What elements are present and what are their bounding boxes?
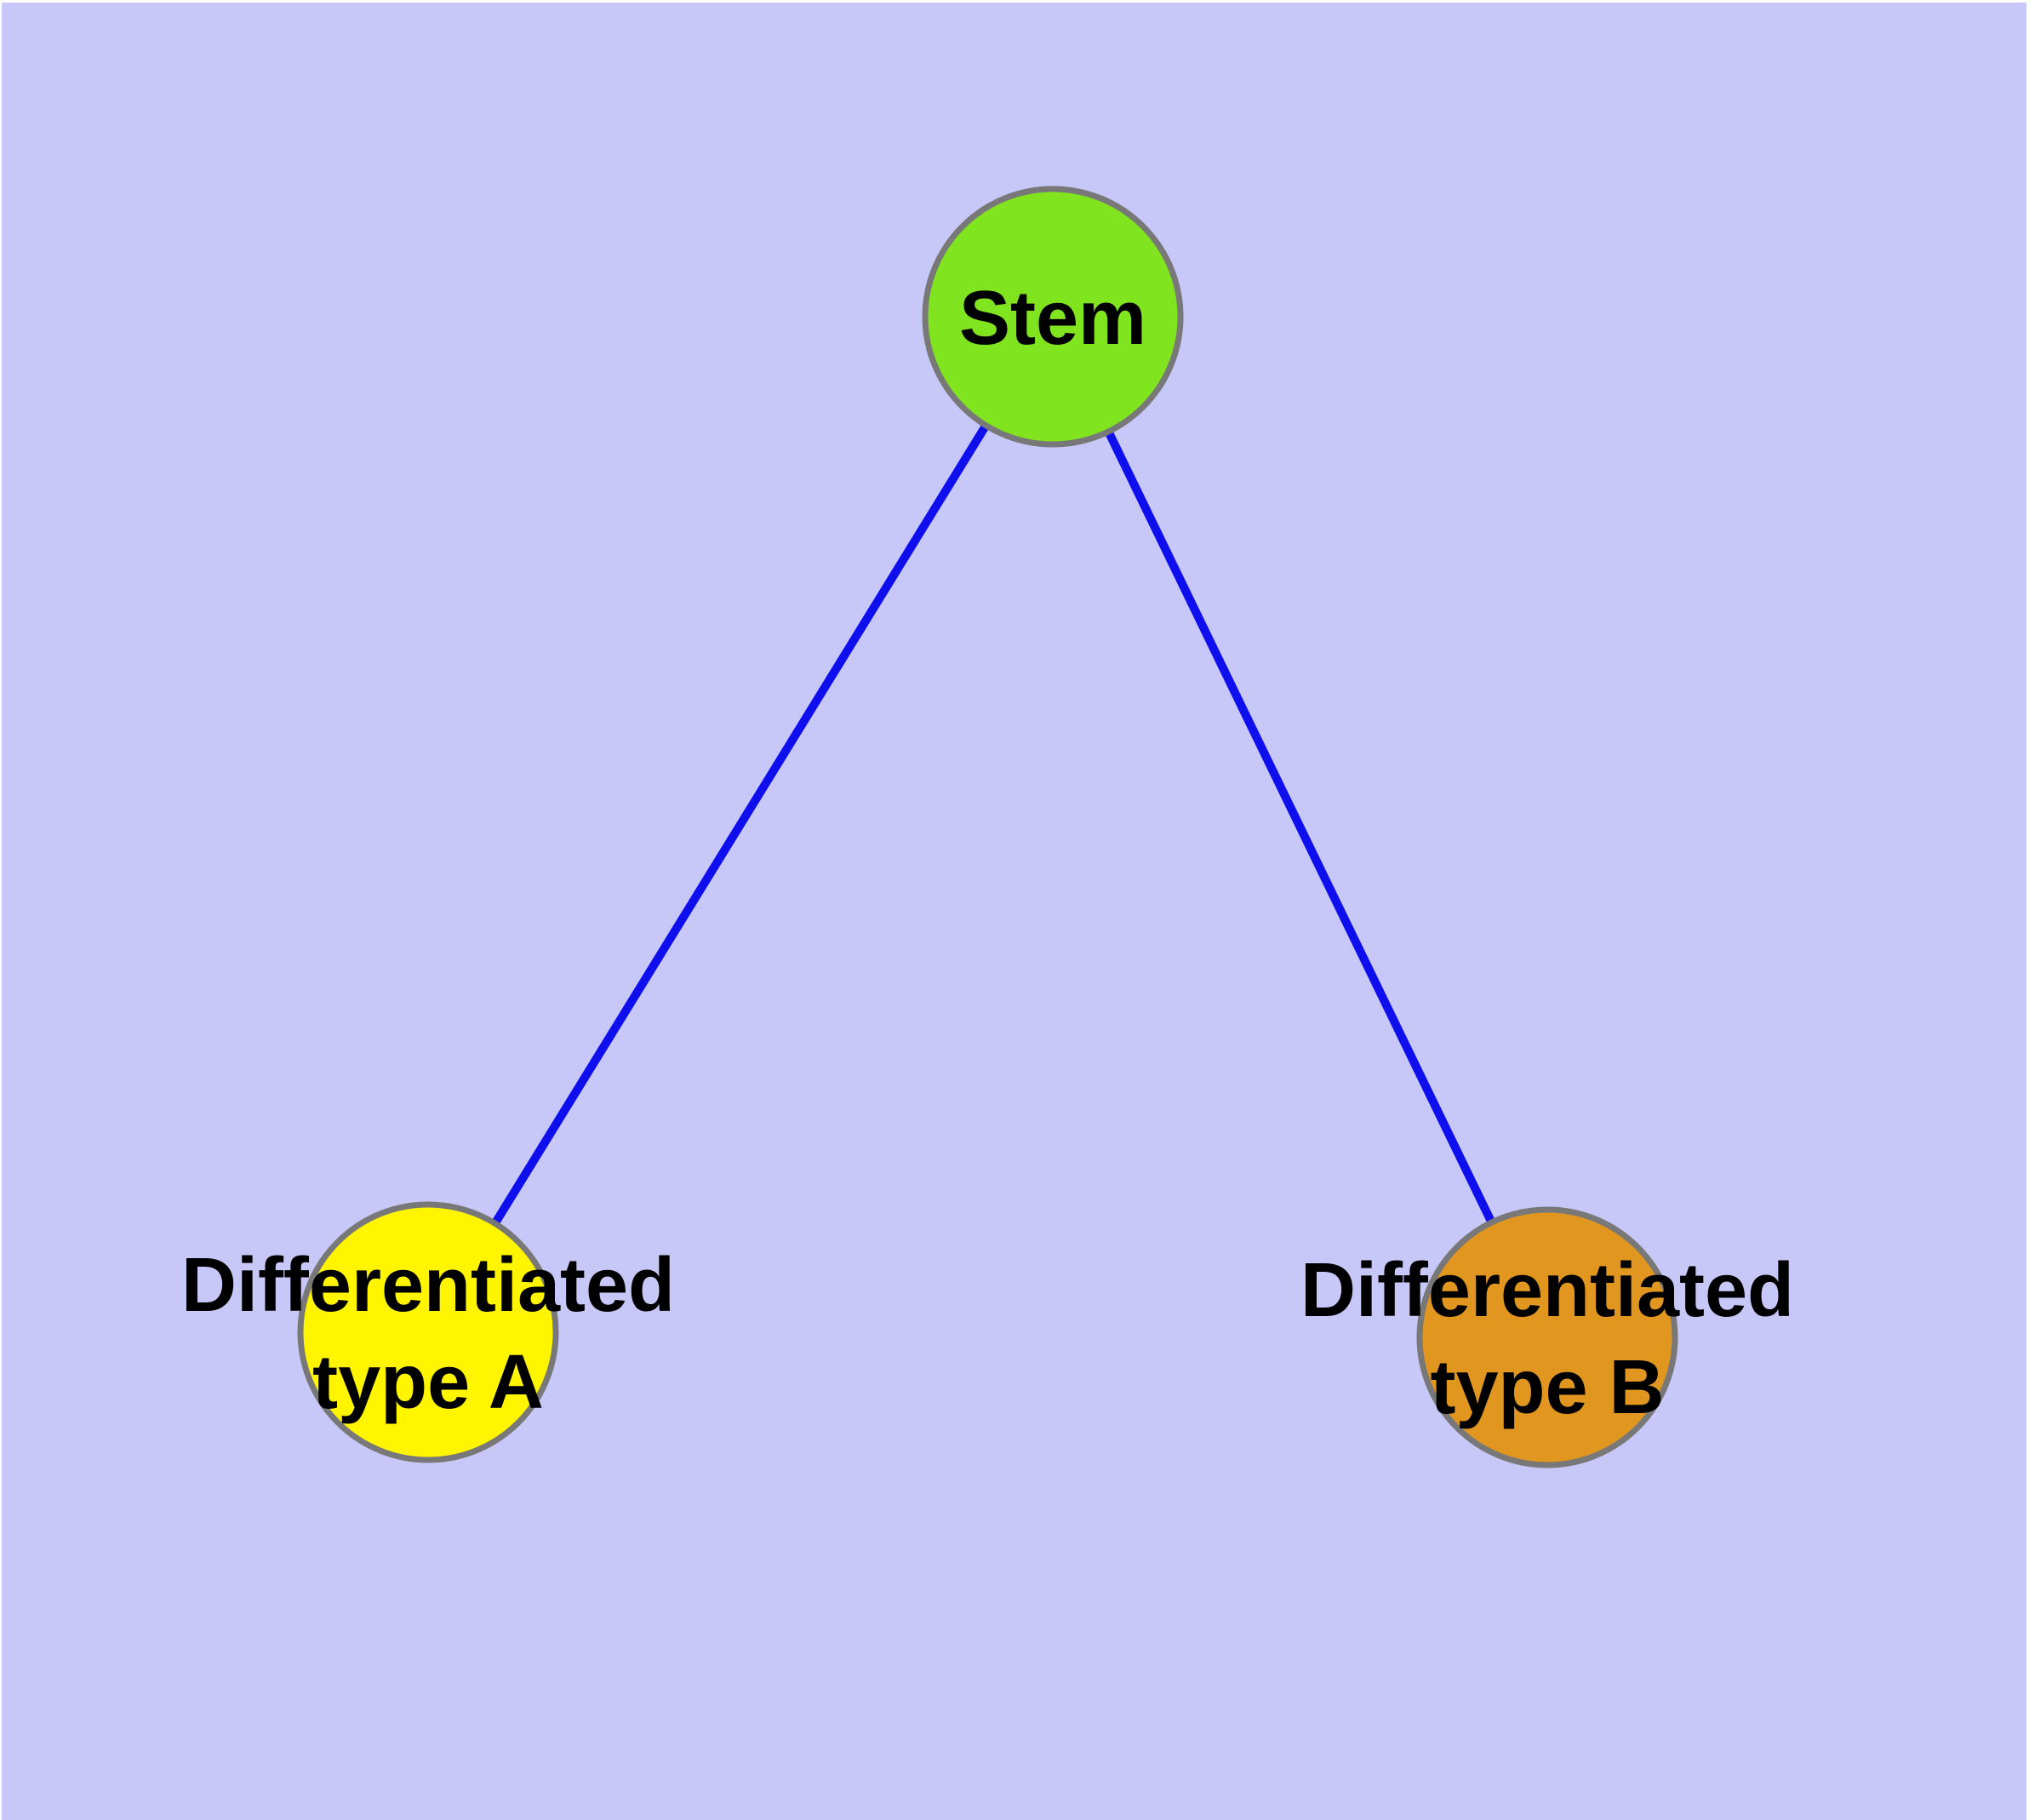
node-stem xyxy=(922,186,1184,448)
node-type-a-label-line2: type A xyxy=(312,1340,544,1425)
node-differentiated-type-a xyxy=(297,1201,559,1463)
node-type-b-label-line2: type B xyxy=(1430,1345,1664,1430)
node-stem-label: Stem xyxy=(959,276,1146,361)
edge-stem-to-type-b xyxy=(1049,314,1552,1340)
edge-stem-to-type-a xyxy=(424,314,1057,1335)
node-type-a-label-line1: Differentiated xyxy=(181,1243,675,1328)
node-type-b-label-line1: Differentiated xyxy=(1300,1248,1794,1333)
node-differentiated-type-b xyxy=(1416,1206,1678,1468)
